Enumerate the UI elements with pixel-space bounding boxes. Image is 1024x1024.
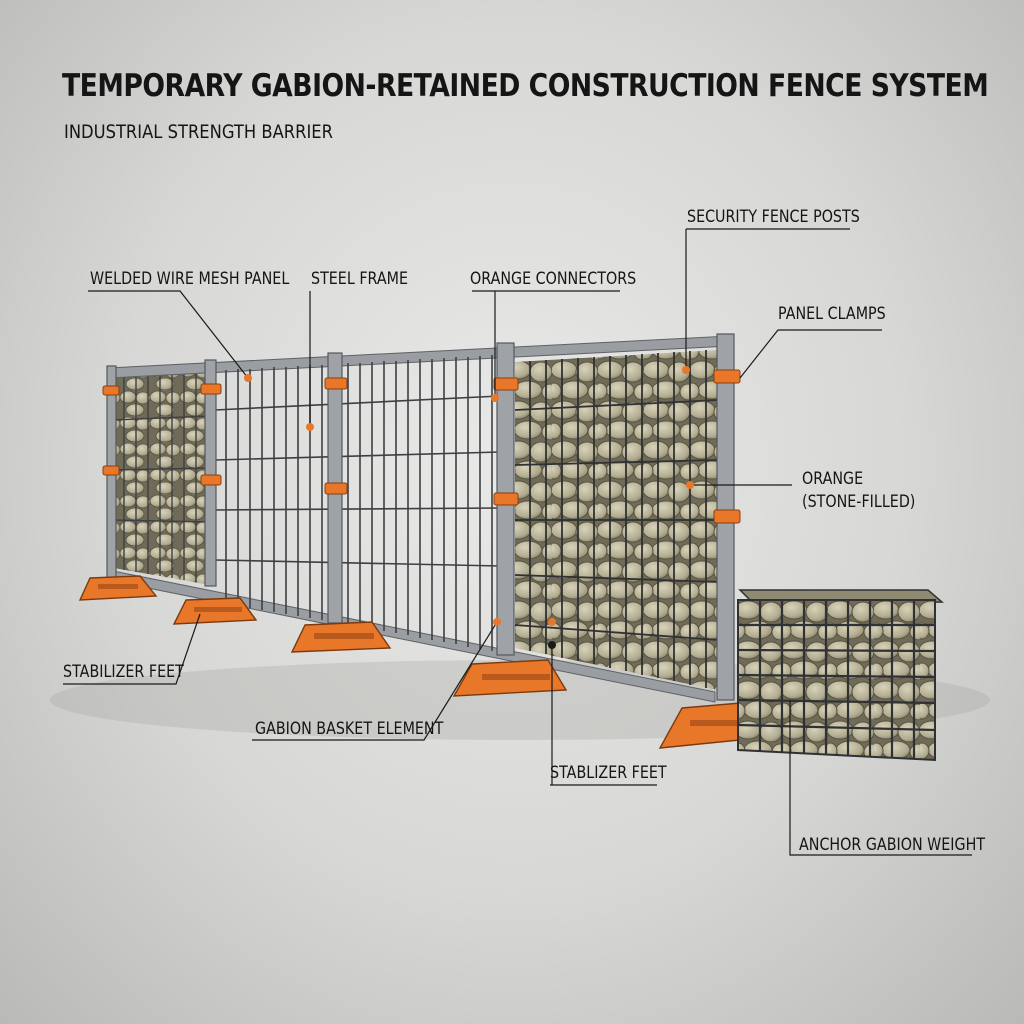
- left-gabion-mesh: [113, 373, 211, 582]
- label-welded-wire-mesh-panel: WELDED WIRE MESH PANEL: [90, 269, 290, 289]
- label-orange-line2: (STONE-FILLED): [802, 491, 916, 512]
- label-stabilizer-feet-right: STABLIZER FEET: [550, 763, 667, 783]
- anchor-gabion-cube: [737, 589, 945, 762]
- page-title: TEMPORARY GABION-RETAINED CONSTRUCTION F…: [62, 68, 989, 104]
- left-gabion-stones: [114, 372, 210, 585]
- label-security-fence-posts: SECURITY FENCE POSTS: [687, 207, 860, 227]
- welded-mesh-panel: [214, 355, 501, 651]
- page-subtitle: INDUSTRIAL STRENGTH BARRIER: [64, 121, 333, 143]
- label-orange-connectors: ORANGE CONNECTORS: [470, 269, 637, 289]
- label-stabilizer-feet-left: STABILIZER FEET: [63, 662, 184, 682]
- feet-shading: [98, 584, 750, 726]
- label-orange-stone-filled: ORANGE (STONE-FILLED): [802, 468, 915, 514]
- callout-lines: [63, 228, 972, 856]
- right-gabion-mesh: [514, 350, 719, 688]
- label-gabion-basket-element: GABION BASKET ELEMENT: [255, 719, 444, 739]
- callout-dots: [244, 366, 694, 626]
- label-orange-line1: ORANGE: [802, 469, 864, 489]
- label-panel-clamps: PANEL CLAMPS: [778, 304, 886, 324]
- panel-clamps: [102, 369, 741, 524]
- label-steel-frame: STEEL FRAME: [311, 269, 409, 289]
- label-anchor-gabion-weight: ANCHOR GABION WEIGHT: [799, 835, 986, 855]
